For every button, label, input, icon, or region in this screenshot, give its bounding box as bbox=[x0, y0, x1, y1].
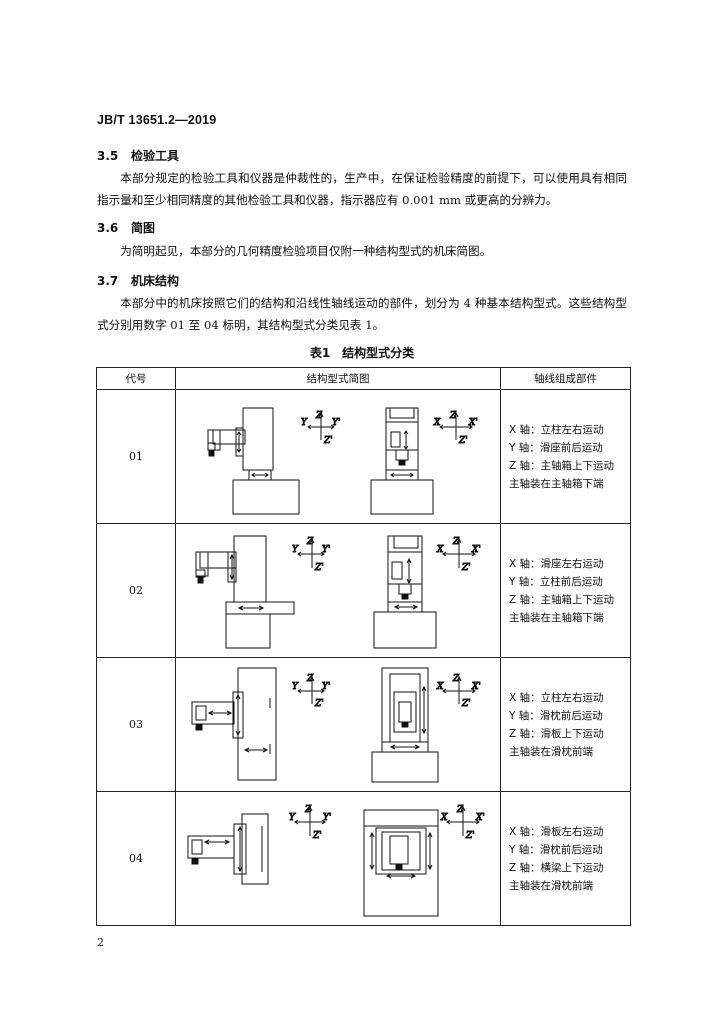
type-code: 04 bbox=[96, 791, 176, 926]
svg-text:Y: Y bbox=[292, 682, 299, 692]
axis-line: Z 轴：滑板上下运动 bbox=[509, 727, 604, 740]
section-title: 简图 bbox=[131, 221, 156, 235]
axes-description: X 轴：立柱左右运动 Y 轴：滑枕前后运动 Z 轴：滑板上下运动 主轴装在滑枕前… bbox=[500, 657, 631, 792]
svg-text:Z: Z bbox=[452, 674, 460, 684]
svg-text:Z': Z' bbox=[314, 563, 324, 573]
table-row: 04 Y Y' Z Z' bbox=[96, 791, 631, 926]
svg-text:Y': Y' bbox=[322, 545, 330, 555]
axis-line: Y 轴：滑枕前后运动 bbox=[509, 709, 603, 722]
axis-line: 主轴装在主轴箱下端 bbox=[509, 477, 604, 490]
header-code: 代号 bbox=[96, 367, 176, 390]
svg-text:Z: Z bbox=[304, 805, 312, 815]
type-code: 01 bbox=[96, 389, 176, 524]
svg-text:Z': Z' bbox=[458, 436, 468, 446]
svg-text:Y: Y bbox=[301, 418, 308, 428]
axes-description: X 轴：立柱左右运动 Y 轴：滑座前后运动 Z 轴：主轴箱上下运动 主轴装在主轴… bbox=[500, 389, 631, 524]
page-number: 2 bbox=[97, 936, 104, 949]
axis-line: 主轴装在滑枕前端 bbox=[509, 879, 593, 892]
axis-line: Y 轴：滑枕前后运动 bbox=[509, 843, 603, 856]
svg-text:Y: Y bbox=[292, 545, 299, 555]
structure-type-table: 代号 结构型式简图 轴线组成部件 01 bbox=[96, 367, 631, 926]
svg-text:X: X bbox=[436, 682, 444, 692]
table-row: 01 bbox=[96, 389, 631, 524]
section-heading-3-6: 3.6 简图 bbox=[97, 219, 155, 236]
svg-text:Z': Z' bbox=[461, 699, 471, 709]
svg-text:Z: Z bbox=[306, 674, 314, 684]
axis-line: X 轴：滑板左右运动 bbox=[509, 825, 604, 838]
diagram-02-drawing: Y Y' Z Z' bbox=[195, 535, 481, 649]
axis-line: Z 轴：横梁上下运动 bbox=[509, 861, 604, 874]
svg-text:Z': Z' bbox=[314, 699, 324, 709]
section-number: 3.7 bbox=[97, 274, 119, 288]
svg-text:X: X bbox=[440, 813, 448, 823]
svg-text:Z: Z bbox=[306, 537, 314, 547]
svg-text:X': X' bbox=[471, 682, 481, 692]
section-title: 检验工具 bbox=[131, 149, 180, 163]
section-title: 机床结构 bbox=[131, 274, 180, 288]
header-axes: 轴线组成部件 bbox=[500, 367, 631, 390]
structure-diagram: Y Y' Z Z' bbox=[175, 523, 501, 658]
svg-text:Z: Z bbox=[456, 805, 464, 815]
svg-text:X': X' bbox=[471, 545, 481, 555]
section-paragraph-3-6: 为简明起见，本部分的几何精度检验项目仅附一种结构型式的机床简图。 bbox=[120, 244, 492, 258]
section-heading-3-5: 3.5 检验工具 bbox=[97, 147, 179, 164]
axis-line: X 轴：立柱左右运动 bbox=[509, 423, 604, 436]
svg-text:Y: Y bbox=[289, 813, 296, 823]
section-heading-3-7: 3.7 机床结构 bbox=[97, 272, 179, 289]
svg-text:Z': Z' bbox=[461, 563, 471, 573]
type-code: 02 bbox=[96, 523, 176, 658]
svg-text:X: X bbox=[433, 418, 441, 428]
svg-text:Z': Z' bbox=[312, 831, 322, 841]
svg-text:Z: Z bbox=[449, 411, 457, 421]
svg-text:Z: Z bbox=[452, 537, 460, 547]
diagram-03-drawing: Y Y' Z Z' X bbox=[191, 667, 481, 783]
type-code: 03 bbox=[96, 657, 176, 792]
header-diagram: 结构型式简图 bbox=[175, 367, 501, 390]
svg-text:X': X' bbox=[475, 813, 485, 823]
axis-line: Z 轴：主轴箱上下运动 bbox=[509, 459, 615, 472]
axis-line: 主轴装在滑枕前端 bbox=[509, 745, 593, 758]
axis-line: 主轴装在主轴箱下端 bbox=[509, 611, 604, 624]
svg-text:Z': Z' bbox=[465, 831, 475, 841]
section-number: 3.5 bbox=[97, 149, 119, 163]
diagram-01-drawing: Y Y' Z Z' bbox=[207, 407, 478, 515]
structure-diagram: Y Y' Z Z' bbox=[175, 389, 501, 524]
table-header-row: 代号 结构型式简图 轴线组成部件 bbox=[96, 367, 631, 390]
table-caption: 表1 结构型式分类 bbox=[309, 346, 415, 360]
table-row: 02 Y Y' bbox=[96, 523, 631, 658]
svg-text:X': X' bbox=[468, 418, 478, 428]
section-number: 3.6 bbox=[97, 221, 119, 235]
svg-text:X: X bbox=[436, 545, 444, 555]
axis-line: Y 轴：立柱前后运动 bbox=[509, 575, 603, 588]
axis-line: Y 轴：滑座前后运动 bbox=[509, 441, 603, 454]
section-paragraph-3-7: 本部分中的机床按照它们的结构和沿线性轴线运动的部件，划分为 4 种基本结构型式。… bbox=[97, 296, 627, 332]
svg-text:Z: Z bbox=[315, 411, 323, 421]
axis-line: X 轴：立柱左右运动 bbox=[509, 691, 604, 704]
axes-description: X 轴：滑座左右运动 Y 轴：立柱前后运动 Z 轴：主轴箱上下运动 主轴装在主轴… bbox=[500, 523, 631, 658]
svg-text:Y': Y' bbox=[332, 418, 340, 428]
diagram-04-drawing: Y Y' Z Z' X bbox=[187, 805, 485, 917]
standard-code: JB/T 13651.2—2019 bbox=[97, 113, 217, 127]
svg-text:Z': Z' bbox=[323, 436, 333, 446]
axis-line: Z 轴：主轴箱上下运动 bbox=[509, 593, 615, 606]
svg-text:Y': Y' bbox=[323, 813, 331, 823]
axes-description: X 轴：滑板左右运动 Y 轴：滑枕前后运动 Z 轴：横梁上下运动 主轴装在滑枕前… bbox=[500, 791, 631, 926]
section-paragraph-3-5: 本部分规定的检验工具和仪器是仲裁性的，生产中，在保证检验精度的前提下，可以使用具… bbox=[97, 171, 627, 207]
axis-line: X 轴：滑座左右运动 bbox=[509, 557, 604, 570]
table-row: 03 Y Y' Z Z' bbox=[96, 657, 631, 792]
structure-diagram: Y Y' Z Z' X bbox=[175, 791, 501, 926]
svg-text:Y': Y' bbox=[322, 682, 330, 692]
structure-diagram: Y Y' Z Z' X bbox=[175, 657, 501, 792]
